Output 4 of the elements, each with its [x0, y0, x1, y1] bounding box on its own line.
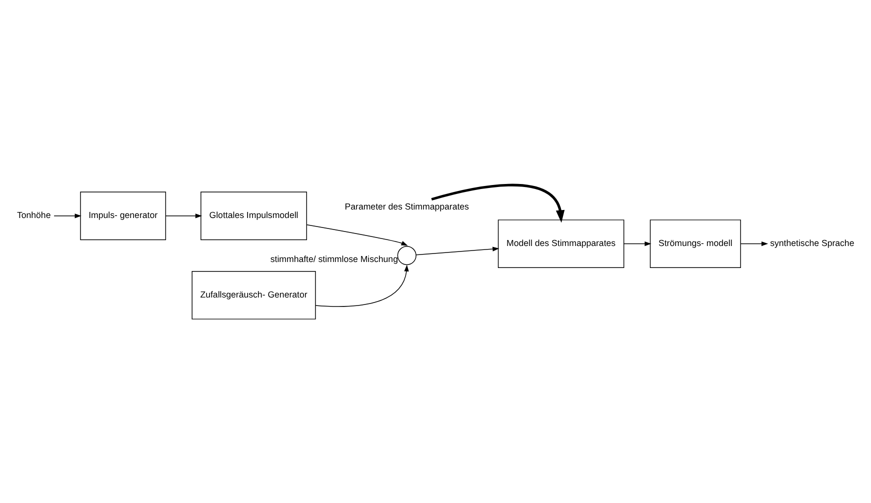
node-text: synthetische Sprache [770, 238, 854, 248]
node-text: Parameter des Stimmapparates [344, 200, 469, 211]
node-label: stimmhafte/ stimmlose Mischung [270, 254, 398, 264]
node-text: Tonhöhe [16, 210, 51, 220]
